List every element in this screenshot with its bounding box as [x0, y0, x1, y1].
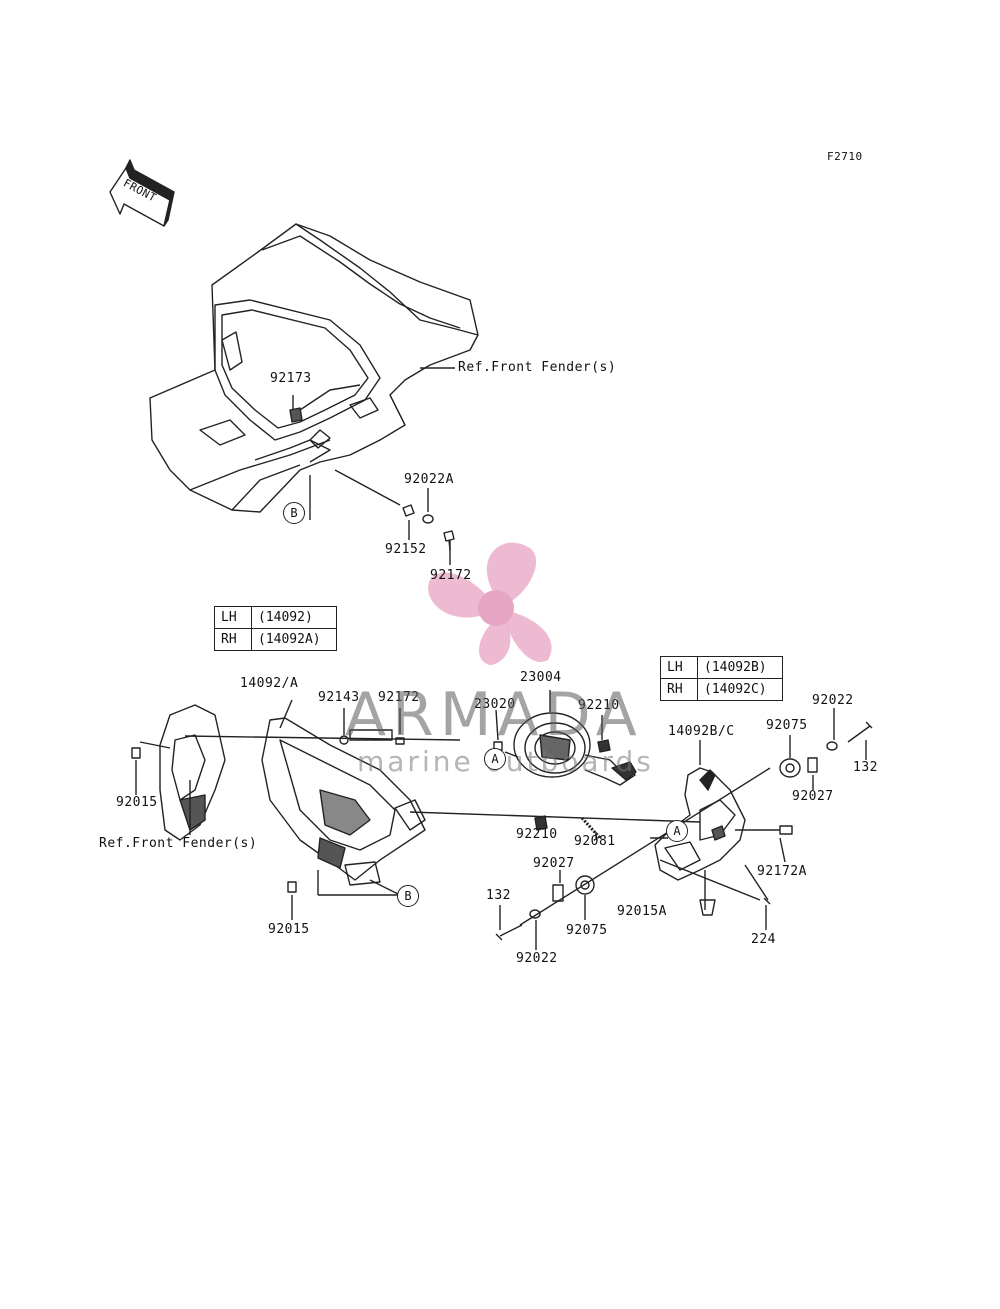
part-92210-top: 92210 — [578, 698, 620, 713]
table-lh-rh-left: LH(14092) RH(14092A) — [214, 606, 337, 651]
part-92172-top: 92172 — [430, 568, 472, 583]
part-92172A: 92172A — [757, 864, 807, 879]
table-left-side-1: LH — [214, 606, 252, 629]
part-92015-bottom: 92015 — [268, 922, 310, 937]
marker-a-left: A — [484, 748, 506, 770]
part-92015A: 92015A — [617, 904, 667, 919]
part-14092A: 14092/A — [240, 676, 299, 691]
part-92081: 92081 — [574, 834, 616, 849]
table-left-code-2: (14092A) — [251, 628, 337, 651]
part-92173: 92173 — [270, 371, 312, 386]
part-92022-right: 92022 — [812, 693, 854, 708]
part-92027-bottom: 92027 — [533, 856, 575, 871]
table-right-code-1: (14092B) — [697, 656, 783, 679]
part-23004: 23004 — [520, 670, 562, 685]
ref-front-fender-top: Ref.Front Fender(s) — [458, 360, 617, 375]
part-92075-right: 92075 — [766, 718, 808, 733]
headlight-drawing — [493, 712, 637, 840]
part-92022A: 92022A — [404, 472, 454, 487]
table-lh-rh-right: LH(14092B) RH(14092C) — [660, 656, 783, 701]
table-right-side-1: LH — [660, 656, 698, 679]
part-23020: 23020 — [474, 697, 516, 712]
armada-logo — [428, 542, 552, 665]
table-left-side-2: RH — [214, 628, 252, 651]
left-fender-piece-drawing — [159, 704, 226, 841]
table-right-side-2: RH — [660, 678, 698, 701]
part-132-bottom: 132 — [486, 888, 511, 903]
ref-front-fender-left: Ref.Front Fender(s) — [99, 836, 258, 851]
part-224: 224 — [751, 932, 776, 947]
front-arrow-icon — [109, 159, 175, 227]
part-14092BC: 14092B/C — [668, 724, 735, 739]
part-92172-mid: 92172 — [378, 690, 420, 705]
marker-b-bottom: B — [397, 885, 419, 907]
part-92015-left: 92015 — [116, 795, 158, 810]
front-fender-drawing — [149, 223, 479, 513]
marker-b-top: B — [283, 502, 305, 524]
part-92022-bottom: 92022 — [516, 951, 558, 966]
marker-a-right: A — [666, 820, 688, 842]
part-92143: 92143 — [318, 690, 360, 705]
table-right-code-2: (14092C) — [697, 678, 783, 701]
table-left-code-1: (14092) — [251, 606, 337, 629]
figure-code: F2710 — [827, 150, 863, 163]
part-132-right: 132 — [853, 760, 878, 775]
part-92027-right: 92027 — [792, 789, 834, 804]
part-92075-bottom: 92075 — [566, 923, 608, 938]
watermark-brand: ARMADA — [345, 680, 643, 750]
part-92152: 92152 — [385, 542, 427, 557]
part-92210-bottom: 92210 — [516, 827, 558, 842]
